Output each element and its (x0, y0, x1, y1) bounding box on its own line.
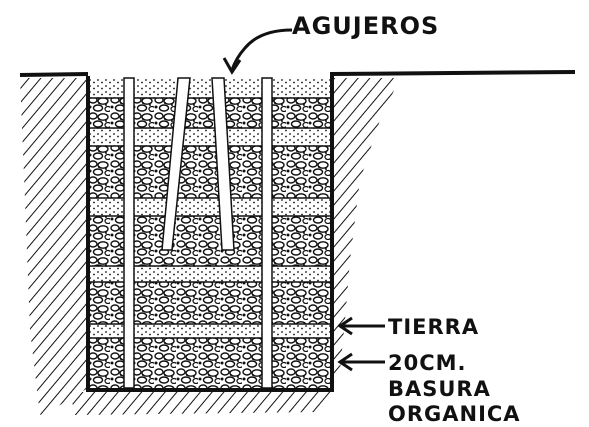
soil-hatch-bottom (70, 392, 340, 415)
holes-label: AGUJEROS (292, 12, 439, 40)
thickness-label: 20CM. (388, 351, 467, 375)
ventilation-holes (123, 77, 273, 389)
basura-label-line2: ORGANICA (388, 402, 521, 426)
pit-outline (86, 76, 334, 392)
tierra-label: TIERRA (388, 315, 479, 339)
ground-line (19, 70, 576, 77)
holes-arrow (230, 28, 293, 71)
soil-hatch-right (332, 78, 400, 388)
basura-label-line1: BASURA (388, 377, 491, 401)
soil-hatch-left (20, 78, 88, 415)
